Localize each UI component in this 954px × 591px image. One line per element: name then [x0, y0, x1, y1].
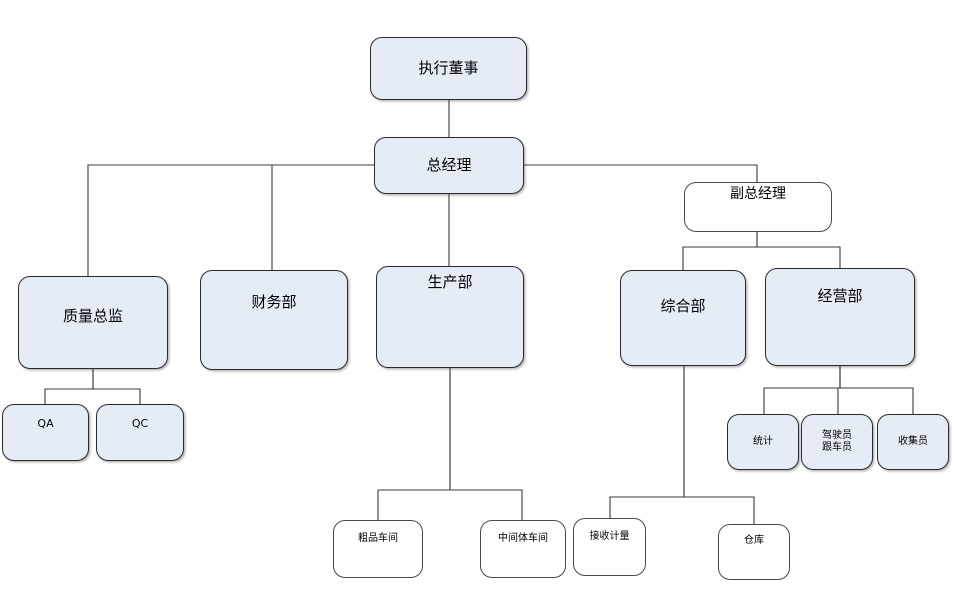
node-label-operations-department: 经营部	[817, 287, 863, 305]
node-label-deputy-general-manager: 副总经理	[730, 186, 786, 202]
edge-comprehensive-to-receiving	[609, 366, 685, 518]
node-label-statistics: 统计	[753, 435, 773, 447]
node-label-warehouse: 仓库	[744, 535, 764, 546]
node-label-executive-director: 执行董事	[418, 59, 479, 78]
node-intermediate-workshop[interactable]: 中间体车间	[480, 520, 566, 578]
node-operations-department[interactable]: 经营部	[765, 268, 915, 366]
node-label-production-department: 生产部	[427, 273, 473, 291]
node-label-finance-department: 财务部	[251, 293, 297, 311]
edge-production-to-intermediate	[449, 368, 523, 520]
node-receiving-metering[interactable]: 接收计量	[573, 518, 646, 576]
edge-gm-to-finance	[271, 164, 374, 270]
node-warehouse[interactable]: 仓库	[718, 524, 790, 580]
node-finance-department[interactable]: 财务部	[200, 270, 348, 370]
node-collector[interactable]: 收集员	[877, 414, 949, 470]
edge-deputy-to-operations	[756, 232, 841, 268]
edge-gm-to-deputy	[524, 164, 758, 182]
node-production-department[interactable]: 生产部	[376, 266, 524, 368]
node-label-quality-director: 质量总监	[62, 307, 123, 325]
edge-operations-to-driver	[837, 366, 841, 414]
node-label-qc: QC	[131, 417, 149, 430]
node-general-manager[interactable]: 总经理	[374, 137, 524, 194]
edge-deputy-to-comprehensive	[682, 232, 758, 270]
node-qc[interactable]: QC	[96, 404, 184, 461]
node-statistics[interactable]: 统计	[727, 414, 799, 470]
node-deputy-general-manager[interactable]: 副总经理	[684, 182, 832, 232]
edge-operations-to-statistics	[763, 366, 841, 414]
node-label-comprehensive-department: 综合部	[660, 297, 706, 315]
node-label-driver-escort: 驾驶员 跟车员	[822, 429, 852, 454]
node-executive-director[interactable]: 执行董事	[370, 37, 527, 100]
node-label-general-manager: 总经理	[426, 156, 472, 175]
edge-quality-to-qa	[44, 369, 94, 404]
node-label-crude-workshop: 粗品车间	[358, 533, 398, 544]
edge-quality-to-qc	[92, 369, 141, 404]
node-comprehensive-department[interactable]: 综合部	[620, 270, 746, 366]
node-label-receiving-metering: 接收计量	[589, 531, 630, 542]
node-crude-workshop[interactable]: 粗品车间	[333, 520, 423, 578]
node-driver-escort[interactable]: 驾驶员 跟车员	[801, 414, 873, 470]
node-label-intermediate-workshop: 中间体车间	[498, 533, 548, 544]
node-label-collector: 收集员	[898, 435, 928, 447]
edge-operations-to-collector	[839, 366, 914, 414]
node-quality-director[interactable]: 质量总监	[18, 276, 168, 369]
edge-production-to-crude	[377, 368, 451, 520]
node-qa[interactable]: QA	[2, 404, 89, 461]
edge-gm-to-left-bus	[87, 164, 374, 276]
node-label-qa: QA	[37, 417, 54, 430]
